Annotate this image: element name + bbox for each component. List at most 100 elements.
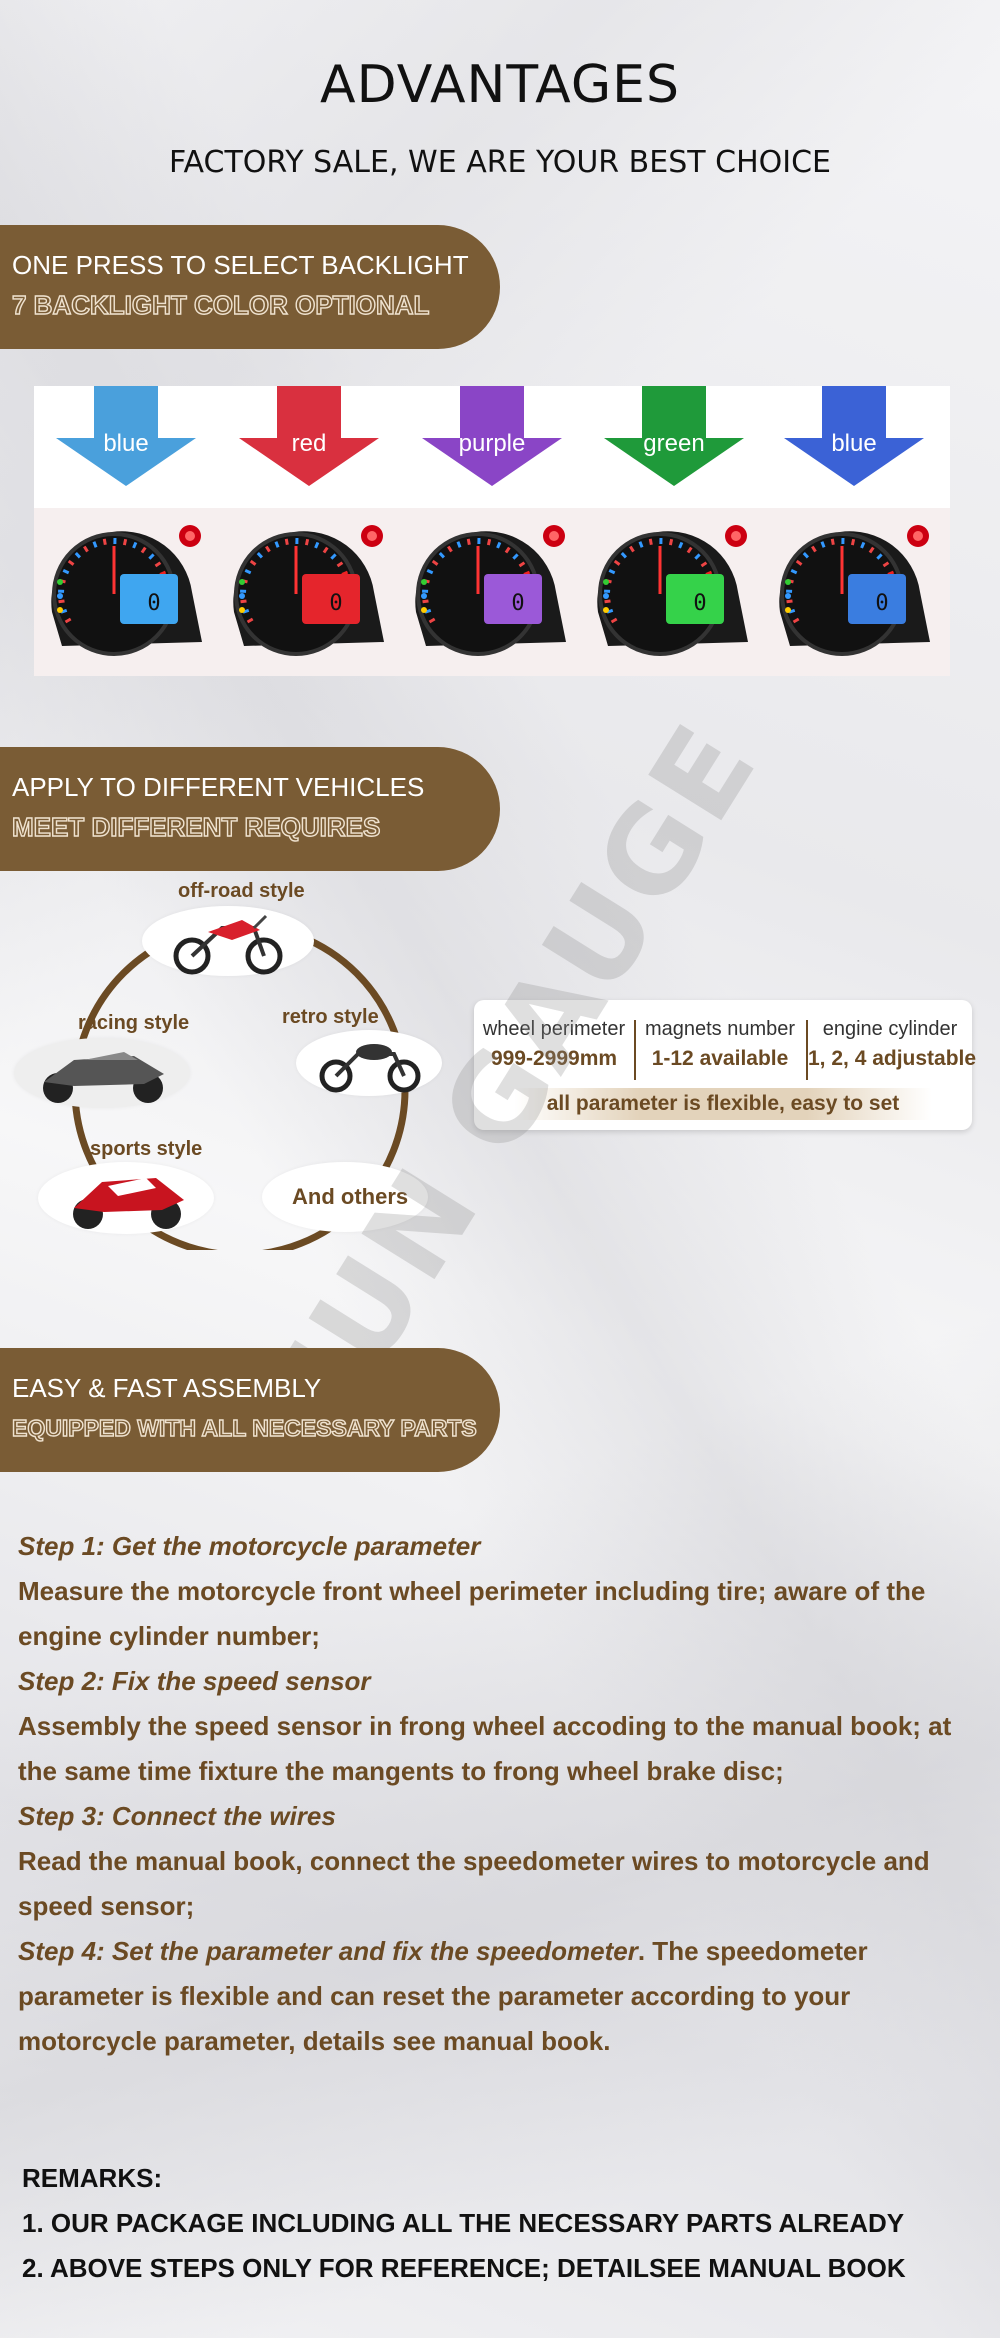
offroad-bike-image <box>142 906 314 976</box>
gauge-part <box>786 599 793 604</box>
down-arrow-icon <box>239 386 379 486</box>
arrow-label-red: red <box>291 430 327 457</box>
gauge-part <box>785 593 791 599</box>
gauge-part <box>302 574 360 624</box>
retro-bike-image <box>296 1030 442 1096</box>
gauge-part <box>876 553 883 560</box>
gauge-part <box>613 559 621 566</box>
gauge-part <box>330 553 337 560</box>
gauge-part <box>850 538 856 546</box>
down-arrow-icon <box>56 386 196 486</box>
gauge-part: 0 <box>693 591 706 616</box>
racing-style-label: racing style <box>78 1012 190 1034</box>
gauge-part <box>421 593 427 599</box>
gauge-part <box>438 552 445 559</box>
gauge-part <box>678 541 684 549</box>
racing-bike-image <box>14 1038 190 1108</box>
engine-cylinder-title: engine cylinder <box>822 1018 958 1040</box>
gauge-part <box>62 568 70 575</box>
backlight-banner-line1: ONE PRESS TO SELECT BACKLIGHT <box>12 250 469 280</box>
retro-style-label: retro style <box>282 1006 379 1028</box>
gauge-part <box>422 599 429 604</box>
gauge-part <box>239 579 245 585</box>
others-label: And others <box>292 1184 409 1209</box>
arrow-green: green <box>604 386 744 496</box>
gauge-part <box>882 561 890 568</box>
gauge-part <box>322 546 329 554</box>
parameter-box: wheel perimeter 999-2999mm magnets numbe… <box>474 1000 976 1130</box>
gauge-part <box>314 541 320 549</box>
gauge-part <box>58 599 65 604</box>
gauge-part <box>284 538 289 546</box>
step-3-title: Step 3: Connect the wires <box>18 1801 336 1831</box>
wheel-perimeter-value: 999-2999mm <box>490 1047 618 1070</box>
assembly-banner-line2: EQUIPPED WITH ALL NECESSARY PARTS <box>11 1414 477 1441</box>
step-4-body: . The speedometer parameter is flexible … <box>18 1936 868 2056</box>
down-arrow-icon <box>422 386 562 486</box>
offroad-style-label: off-road style <box>178 880 305 902</box>
gauge-part <box>848 574 906 624</box>
gauge-part <box>811 545 817 553</box>
gauge-part <box>240 599 247 604</box>
arrow-blue: blue <box>56 386 196 496</box>
gauge-part <box>244 568 252 575</box>
step-1-body: Measure the motorcycle front wheel perim… <box>18 1576 926 1651</box>
sport-bike-icon <box>73 1178 184 1229</box>
gauge-part <box>512 553 519 560</box>
param-divider <box>806 1020 808 1080</box>
wheel-perimeter-spec: wheel perimeter 999-2999mm <box>474 1018 634 1071</box>
param-divider <box>634 1020 636 1080</box>
gauge-part <box>802 552 809 559</box>
gauge-part <box>603 607 609 613</box>
step-3-body: Read the manual book, connect the speedo… <box>18 1846 930 1921</box>
gauge-part <box>785 607 791 613</box>
gauge-part <box>274 541 280 548</box>
remarks-title: REMARKS: <box>22 2163 163 2193</box>
gauge-part <box>608 568 616 575</box>
gauge-part <box>428 617 436 624</box>
gauge-strip: 0 0 0 0 0 <box>34 508 950 676</box>
arrow-label-green: green <box>643 430 705 457</box>
wheel-perimeter-title: wheel perimeter <box>482 1018 626 1040</box>
arrow-label-blue: blue <box>103 430 149 457</box>
gauge-part <box>860 541 866 549</box>
magnets-number-spec: magnets number 1-12 available <box>636 1018 804 1071</box>
gauge-part: 0 <box>511 591 524 616</box>
gauge-part <box>122 538 128 546</box>
gauge-part <box>256 552 263 559</box>
gauge-part <box>57 607 63 613</box>
gauge-part <box>620 552 627 559</box>
dirt-bike-icon <box>173 914 283 975</box>
gauge-part <box>421 579 427 585</box>
gauge-part <box>638 541 644 548</box>
gauge-part <box>629 545 635 553</box>
gauge-part: 0 <box>147 591 160 616</box>
cafe-racer-icon <box>319 1044 421 1093</box>
gauge-part <box>792 617 800 624</box>
gauge-part <box>820 541 826 548</box>
gauge-part <box>484 574 542 624</box>
gauge-part <box>604 599 611 604</box>
gauge-part <box>686 546 693 554</box>
gauge-part <box>304 538 310 546</box>
gauge-part <box>57 593 63 599</box>
gauge-part <box>132 541 138 549</box>
gauge-part <box>57 579 63 585</box>
assembly-banner-line1: EASY & FAST ASSEMBLY <box>12 1373 322 1403</box>
gauge-part <box>92 541 98 548</box>
gauge-part <box>456 541 462 548</box>
gauge-part <box>120 574 178 624</box>
gauge-part <box>694 553 701 560</box>
gauge-part: 0 <box>329 591 342 616</box>
gauge-part <box>447 545 453 553</box>
step-4: Step 4: Set the parameter and fix the sp… <box>18 1929 993 2064</box>
assembly-steps: Step 1: Get the motorcycle parameter Mea… <box>18 1524 993 2064</box>
speedometer-gauge-icon: 0 <box>597 525 748 656</box>
gauge-part <box>148 553 155 560</box>
gauge-part <box>466 538 471 546</box>
page-title: ADVANTAGES <box>320 55 680 115</box>
step-4-title: Step 4: Set the parameter and fix the sp… <box>18 1936 638 1966</box>
gauge-part <box>666 574 724 624</box>
gauge-part <box>154 561 162 568</box>
down-arrow-icon <box>604 386 744 486</box>
